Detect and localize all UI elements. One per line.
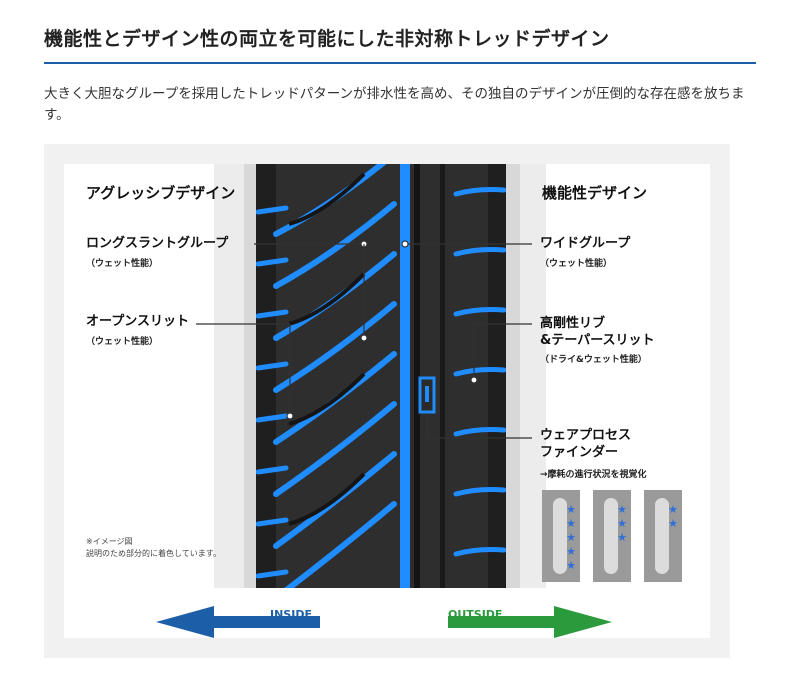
open-slit-label: オープンスリット xyxy=(86,314,189,329)
wide-groove-sub: （ウェット性能） xyxy=(540,259,613,269)
rigid-rib-sub: （ドライ&ウェット性能） xyxy=(540,355,647,365)
wear-indicator-mid: ★ ★ ★ xyxy=(593,490,631,582)
wear-indicator-new: ★ ★ ★ ★ ★ xyxy=(542,490,580,582)
title-underline xyxy=(44,62,756,64)
image-note-line-2: 説明のため部分的に着色しています。 xyxy=(86,549,221,558)
star-icon: ★ xyxy=(566,531,576,544)
open-slit-sub: （ウェット性能） xyxy=(86,337,159,347)
page-title: 機能性とデザイン性の両立を可能にした非対称トレッドデザイン xyxy=(44,28,610,50)
star-icon: ★ xyxy=(566,503,576,516)
star-icon: ★ xyxy=(617,517,627,530)
outside-label: OUTSIDE xyxy=(448,608,503,621)
star-icon: ★ xyxy=(566,517,576,530)
star-icon: ★ xyxy=(668,503,678,516)
star-icon: ★ xyxy=(566,559,576,572)
long-slant-groove-sub: （ウェット性能） xyxy=(86,259,159,269)
star-icon: ★ xyxy=(617,503,627,516)
wide-groove-label: ワイドグループ xyxy=(540,236,631,251)
outside-arrow xyxy=(448,606,612,638)
inside-label: INSIDE xyxy=(270,608,312,621)
image-note-line-1: ※イメージ図 xyxy=(86,537,133,546)
star-icon: ★ xyxy=(617,531,627,544)
wear-finder-label-1: ウェアプロセス xyxy=(540,428,632,443)
rigid-rib-label-1: 高剛性リブ xyxy=(540,316,606,331)
long-slant-groove-label: ロングスラントグループ xyxy=(86,236,229,251)
star-icon: ★ xyxy=(566,545,576,558)
star-icon: ★ xyxy=(668,517,678,530)
tire-tread-illustration xyxy=(156,164,612,638)
wear-finder-sub: →摩耗の進行状況を視覚化 xyxy=(540,470,647,480)
wear-finder-label-2: ファインダー xyxy=(540,445,619,460)
functional-design-heading: 機能性デザイン xyxy=(542,184,648,202)
inside-arrow xyxy=(156,606,320,638)
wear-indicator-worn: ★ ★ xyxy=(644,490,682,582)
rigid-rib-label-2: &テーパースリット xyxy=(540,333,655,348)
description-text: 大きく大胆なグループを採用したトレッドパターンが排水性を高め、その独自のデザイン… xyxy=(44,86,745,123)
aggressive-design-heading: アグレッシブデザイン xyxy=(86,184,236,202)
